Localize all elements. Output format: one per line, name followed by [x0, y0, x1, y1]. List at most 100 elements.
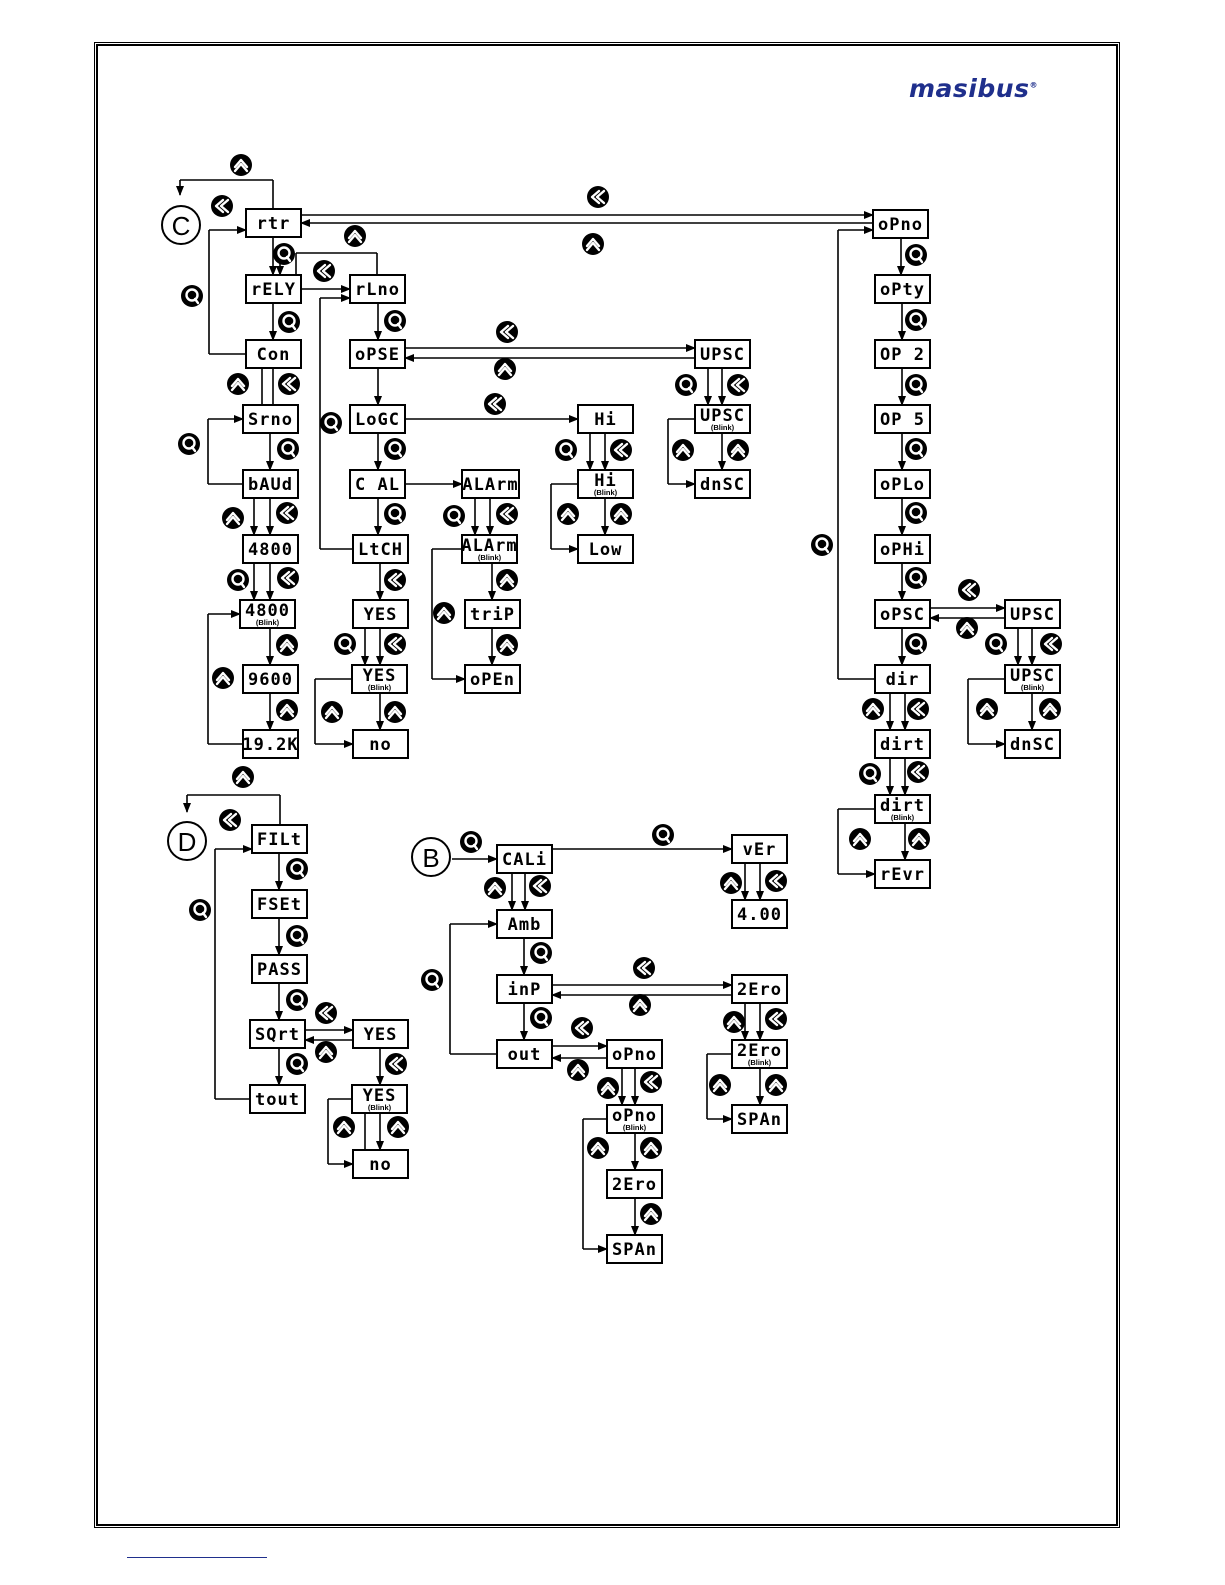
menu-node: Low	[577, 534, 634, 564]
menu-node: 4.00	[731, 899, 788, 929]
shift-key-icon	[496, 503, 518, 525]
enter-key-icon	[811, 534, 833, 556]
menu-node: oPSE	[349, 339, 406, 369]
up-key-icon	[587, 1137, 609, 1159]
node-frame	[239, 599, 296, 629]
node-label: PASS	[257, 960, 302, 980]
menu-node: no	[352, 1149, 409, 1179]
menu-node: UPSC(Blink)	[694, 404, 751, 434]
enter-key-icon	[905, 374, 927, 396]
node-frame	[731, 899, 788, 929]
node-frame	[874, 794, 931, 824]
node-label: rEvr	[880, 865, 925, 885]
menu-node: SPAn	[731, 1104, 788, 1134]
enter-key-icon	[273, 243, 295, 265]
shift-key-icon	[1040, 633, 1062, 655]
node-label: oPEn	[470, 670, 515, 690]
shift-key-icon	[765, 1008, 787, 1030]
menu-node: dnSC	[694, 469, 751, 499]
node-label: CALi	[502, 850, 547, 870]
menu-node: ALArm(Blink)	[461, 534, 518, 564]
node-frame	[731, 834, 788, 864]
blink-label: (Blink)	[1021, 683, 1045, 692]
menu-node: YES(Blink)	[351, 1084, 408, 1114]
up-key-icon	[384, 701, 406, 723]
node-frame	[352, 1149, 409, 1179]
node-label: rtr	[257, 214, 291, 234]
shift-key-icon	[277, 567, 299, 589]
menu-node: YES	[352, 1019, 409, 1049]
node-frame	[245, 339, 302, 369]
node-label: tout	[255, 1090, 300, 1110]
node-label: 4.00	[737, 905, 782, 925]
node-label: YES	[363, 1086, 397, 1106]
node-frame	[242, 469, 299, 499]
menu-node: Hi	[577, 404, 634, 434]
node-label: LoGC	[355, 410, 400, 430]
node-frame	[496, 1039, 553, 1069]
node-label: Hi	[594, 410, 616, 430]
enter-key-icon	[905, 567, 927, 589]
node-label: OP 2	[880, 345, 925, 365]
menu-node: dirt	[874, 729, 931, 759]
menu-node: rtr	[245, 208, 302, 238]
up-key-icon	[321, 701, 343, 723]
node-label: 19.2K	[242, 735, 298, 755]
menu-node: oPty	[874, 274, 931, 304]
shift-key-icon	[571, 1017, 593, 1039]
node-label: oPHi	[880, 540, 925, 560]
node-label: dirt	[880, 735, 925, 755]
up-key-icon	[597, 1077, 619, 1099]
connector-d: D	[167, 821, 207, 861]
node-frame	[349, 469, 406, 499]
node-frame	[349, 339, 406, 369]
node-label: Hi	[594, 471, 616, 491]
up-key-icon	[344, 225, 366, 247]
node-frame	[874, 599, 931, 629]
node-label: SPAn	[737, 1110, 782, 1130]
up-key-icon	[765, 1074, 787, 1096]
node-label: oPno	[612, 1045, 657, 1065]
menu-node: OP 2	[874, 339, 931, 369]
node-frame	[874, 664, 931, 694]
shift-key-icon	[727, 374, 749, 396]
shift-key-icon	[384, 569, 406, 591]
node-label: 2Ero	[612, 1175, 657, 1195]
enter-key-icon	[905, 309, 927, 331]
node-label: no	[369, 735, 391, 755]
menu-node: dir	[874, 664, 931, 694]
shift-key-icon	[496, 321, 518, 343]
shift-key-icon	[640, 1071, 662, 1093]
menu-node: oPno	[872, 209, 929, 239]
up-key-icon	[222, 507, 244, 529]
node-label: UPSC	[700, 345, 745, 365]
connector-label: B	[422, 843, 439, 873]
node-frame	[606, 1039, 663, 1069]
enter-key-icon	[905, 502, 927, 524]
node-label: YES	[364, 1025, 398, 1045]
node-frame	[349, 404, 406, 434]
node-label: oPno	[878, 215, 923, 235]
shift-key-icon	[219, 809, 241, 831]
node-frame	[694, 404, 751, 434]
up-key-icon	[567, 1059, 589, 1081]
menu-node: rELY	[245, 274, 302, 304]
menu-node: UPSC	[1004, 599, 1061, 629]
shift-key-icon	[315, 1002, 337, 1024]
node-frame	[872, 209, 929, 239]
node-label: Amb	[508, 915, 542, 935]
menu-node: Amb	[496, 909, 553, 939]
node-frame	[874, 729, 931, 759]
node-label: oPSE	[355, 345, 400, 365]
connector-b: B	[411, 837, 451, 877]
node-label: 9600	[248, 670, 293, 690]
menu-node: SPAn	[606, 1234, 663, 1264]
node-label: inP	[508, 980, 542, 1000]
node-label: triP	[470, 605, 515, 625]
enter-key-icon	[905, 244, 927, 266]
node-label: dnSC	[1010, 735, 1055, 755]
up-key-icon	[387, 1116, 409, 1138]
enter-key-icon	[859, 763, 881, 785]
node-frame	[577, 469, 634, 499]
enter-key-icon	[277, 438, 299, 460]
